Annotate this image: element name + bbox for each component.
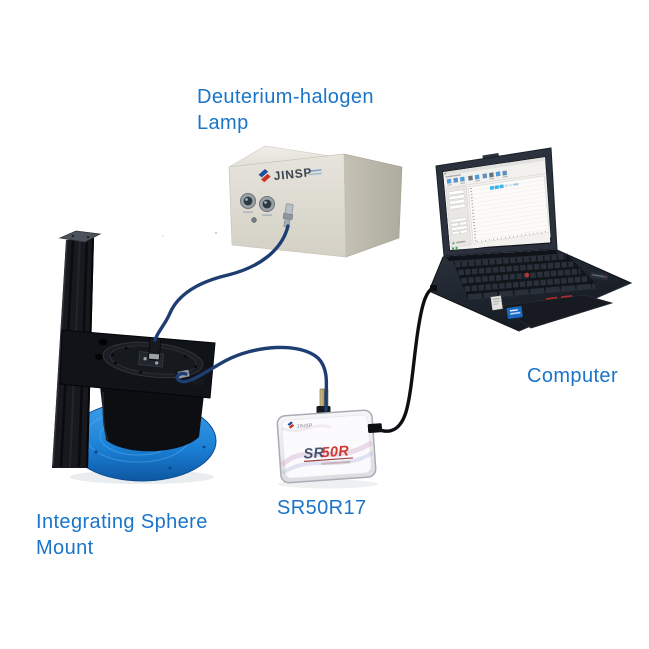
- usb-cable-spectrometer-to-laptop: [378, 286, 435, 433]
- lamp-side-face: [343, 153, 403, 258]
- disc-screw: [202, 445, 206, 449]
- spectrometer-body-group: JINSP SR 50R: [276, 409, 377, 484]
- lamp-port-glint: [264, 201, 267, 204]
- app-sidebar: [445, 185, 472, 248]
- laptop-webcam-notch: [482, 153, 499, 159]
- jinsp-logo: JINSP: [258, 165, 322, 183]
- lamp-indicator-led: [251, 217, 257, 223]
- disc-screw: [94, 450, 98, 454]
- label-mount-line1: Integrating Sphere: [36, 511, 208, 533]
- model-text-50r: 50R: [321, 443, 350, 461]
- label-lamp-line2: Lamp: [197, 112, 249, 134]
- rail-end-cap: [58, 230, 102, 243]
- label-computer: Computer: [527, 365, 619, 387]
- fiber-cable-sphere-to-spectrometer: [175, 345, 329, 412]
- faceplate-wave-art: [280, 440, 374, 467]
- chart-toolbar-buttons: [489, 182, 519, 190]
- status-led: [451, 247, 455, 250]
- keyboard-keys: [454, 253, 596, 300]
- trackpoint: [524, 272, 530, 278]
- integrating-sphere-mount-photo: [52, 230, 217, 484]
- status-led: [455, 246, 458, 250]
- jinsp-logo-icon: [258, 169, 269, 178]
- jinsp-logo-icon: [288, 424, 295, 429]
- laptop-stickers: [490, 295, 523, 319]
- lamp-output-ports: [240, 193, 275, 223]
- lamp-sma-connector: [282, 203, 294, 228]
- label-mount-line2: Mount: [36, 537, 94, 559]
- app-icon: [444, 172, 447, 175]
- faceplate-wave-art: [280, 424, 332, 433]
- block-hole: [98, 338, 108, 346]
- cylinder-highlight: [102, 391, 109, 441]
- sphere-input-connector: [148, 337, 161, 361]
- spec-sticker: [490, 295, 503, 311]
- model-small-print: [321, 460, 351, 465]
- laptop-photo: [428, 147, 633, 332]
- label-mount: Integrating Sphere Mount: [36, 509, 208, 561]
- thinkpad-logo: [589, 271, 609, 281]
- dust-speck: [215, 232, 217, 234]
- sphere-cylinder: [100, 386, 205, 452]
- spectroscopy-software-ui: [443, 157, 551, 250]
- lamp-port-lens: [243, 196, 253, 206]
- spectrometer-brand-text: JINSP: [296, 423, 313, 430]
- spectrometer-faceplate: [281, 414, 372, 479]
- app-menubar: [445, 174, 461, 178]
- lamp-port-lens: [262, 199, 272, 209]
- label-spectrometer: SR50R17: [277, 497, 367, 519]
- spectrometer-photo: JINSP SR 50R: [276, 388, 383, 489]
- lamp-small-print: [308, 169, 322, 173]
- trackpad-red-stripe: [560, 295, 573, 298]
- trackpad: [498, 294, 614, 329]
- jinsp-brand-text: JINSP: [273, 165, 313, 183]
- lamp-port-label: [243, 211, 253, 213]
- deuterium-halogen-lamp-photo: JINSP: [162, 145, 403, 258]
- lamp-port-label: [262, 214, 272, 216]
- cables: [153, 224, 435, 433]
- chart-gridlines: [472, 179, 548, 241]
- fiber-cable-lamp-to-sphere: [153, 224, 290, 342]
- lamp-port-glint: [245, 198, 248, 201]
- laptop-hinge: [446, 250, 558, 261]
- label-lamp-line1: Deuterium-halogen: [197, 86, 374, 108]
- jinsp-logo-icon: [287, 421, 293, 426]
- model-underline: [303, 457, 353, 462]
- jinsp-logo-icon: [261, 173, 271, 183]
- block-hole: [95, 354, 103, 360]
- spectrometer-jinsp-logo: [287, 421, 295, 429]
- faceplate-wave-art: [281, 451, 374, 475]
- app-titlebar: [443, 157, 549, 176]
- trackpad-red-stripe: [545, 296, 558, 300]
- plate-screw: [143, 356, 147, 361]
- app-chart-area: [467, 175, 550, 244]
- plate-screw: [155, 361, 159, 365]
- lamp-small-print: [308, 172, 322, 176]
- model-text-sr: SR: [303, 445, 325, 462]
- dust-speck: [162, 235, 164, 237]
- label-lamp: Deuterium-halogen Lamp: [197, 84, 374, 136]
- app-toolbar: [446, 170, 508, 186]
- disc-screw: [168, 466, 172, 470]
- plate-bolts: [110, 346, 197, 375]
